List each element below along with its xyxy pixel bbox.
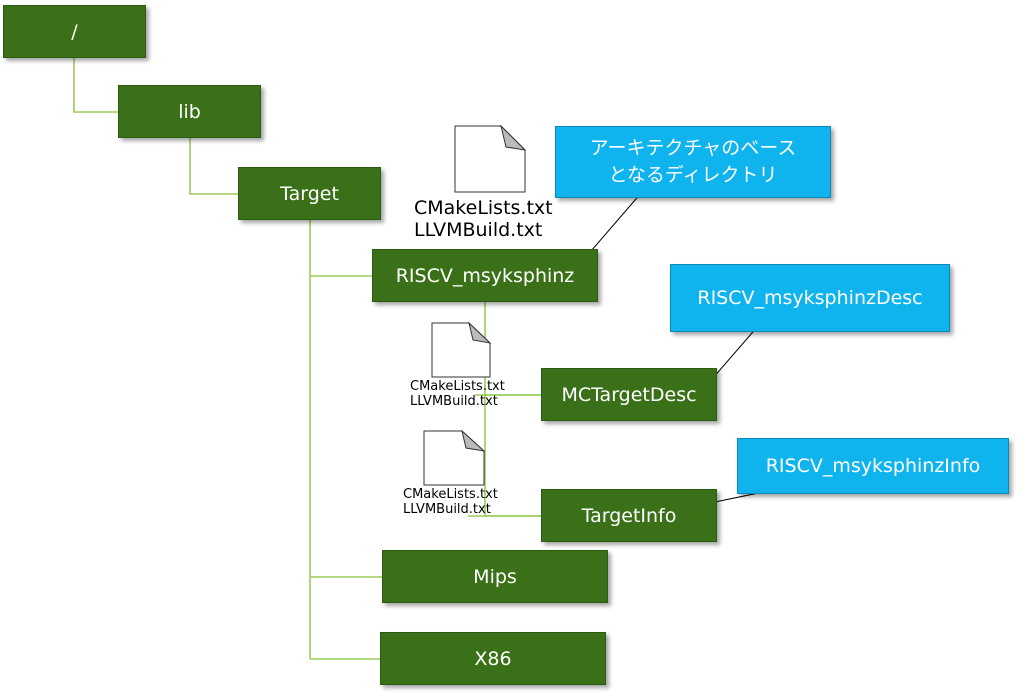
file-name: CMakeLists.txt — [410, 379, 505, 394]
node-lib: lib — [118, 85, 261, 138]
node-target: Target — [238, 167, 381, 220]
node-root: / — [3, 5, 146, 58]
file-name: LLVMBuild.txt — [414, 218, 543, 241]
connector-lib-target — [189, 138, 238, 195]
callout-arch-base-line1: アーキテクチャのベース — [589, 137, 797, 159]
file-name: CMakeLists.txt — [414, 197, 553, 219]
callout-desc: RISCV_msyksphinzDesc — [670, 264, 950, 332]
callout-arch-base: アーキテクチャのベース となるディレクトリ — [555, 126, 831, 198]
node-mips: Mips — [382, 550, 608, 603]
node-targetinfo: TargetInfo — [541, 489, 717, 542]
file-name: LLVMBuild.txt — [410, 393, 498, 409]
callout-info: RISCV_msyksphinzInfo — [737, 438, 1009, 494]
file-name: LLVMBuild.txt — [403, 501, 491, 517]
mctargetdesc-file-list: CMakeLists.txt LLVMBuild.txt — [410, 379, 505, 410]
targetinfo-file-list: CMakeLists.txt LLVMBuild.txt — [403, 487, 498, 518]
riscv-file-list: CMakeLists.txt LLVMBuild.txt — [414, 197, 553, 242]
document-icon — [454, 125, 526, 193]
document-icon — [431, 322, 491, 378]
connector-root-lib — [73, 58, 118, 113]
document-icon — [423, 430, 485, 486]
pointer-arch-base — [584, 191, 643, 259]
node-mctargetdesc: MCTargetDesc — [541, 368, 717, 421]
callout-arch-base-line2: となるディレクトリ — [608, 164, 778, 186]
node-x86: X86 — [380, 632, 606, 685]
file-name: CMakeLists.txt — [403, 487, 498, 502]
node-riscv-msyksphinz: RISCV_msyksphinz — [372, 249, 598, 302]
